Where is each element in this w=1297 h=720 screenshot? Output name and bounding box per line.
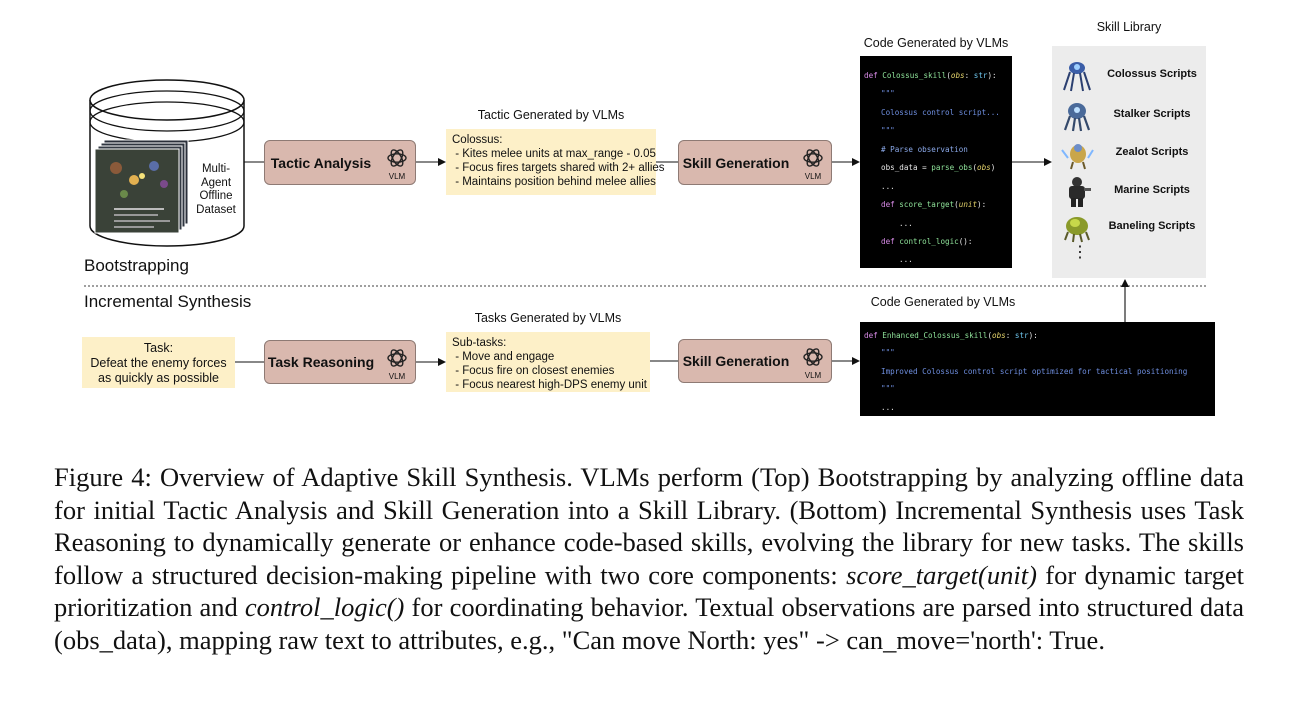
colossus-unit-icon — [1063, 62, 1091, 92]
skill-library-item-label: Zealot Scripts — [1115, 146, 1189, 158]
skill-library-item: Zealot Scripts — [1052, 136, 1206, 170]
tactic-caption: Tactic Generated by VLMs — [477, 108, 625, 122]
skill-library-item: Baneling Scripts — [1052, 210, 1206, 244]
code-line: def Colossus_skill(obs: str): — [864, 71, 997, 80]
code-line: ... — [881, 403, 895, 412]
incremental-synthesis-label: Incremental Synthesis — [84, 292, 252, 311]
code-line: ... — [899, 255, 913, 264]
code-line: ... — [899, 219, 913, 228]
marine-unit-icon — [1069, 177, 1091, 207]
skill-generation-box-bottom: Skill Generation VLM — [678, 339, 832, 383]
skill-library-item: Marine Scripts — [1052, 174, 1206, 208]
code-line: def score_target(unit): — [881, 200, 987, 209]
skill-generation-label: Skill Generation — [682, 154, 790, 171]
code-line: Colossus control script... — [881, 108, 1000, 117]
task-reasoning-label: Task Reasoning — [267, 354, 375, 370]
openai-logo-icon: VLM — [385, 347, 409, 381]
code-line: ... — [881, 182, 895, 191]
tactic-analysis-box: Tactic Analysis VLM — [264, 140, 416, 185]
code-line: """ — [881, 89, 895, 98]
dataset-label: Multi- Agent Offline Dataset — [196, 163, 236, 216]
code-line: obs_data = parse_obs(obs) — [881, 163, 996, 172]
task-note: Task: Defeat the enemy forces as quickly… — [82, 337, 235, 388]
caption-text: Figure 4: Overview of Adaptive Skill Syn… — [54, 462, 1244, 590]
skill-library-item-label: Baneling Scripts — [1108, 220, 1196, 232]
code-line: """ — [881, 348, 895, 357]
code-block-top: def Colossus_skill(obs: str): """ Coloss… — [860, 56, 1012, 268]
code-block-bottom: def Enhanced_Colossus_skill(obs: str): "… — [860, 322, 1215, 416]
tactic-analysis-label: Tactic Analysis — [270, 154, 372, 171]
skill-library-item: Stalker Scripts — [1052, 98, 1206, 132]
vlm-label: VLM — [804, 172, 822, 181]
skill-library-item-label: Marine Scripts — [1114, 184, 1190, 196]
section-divider — [84, 285, 1206, 287]
skill-generation-box-top: Skill Generation VLM — [678, 140, 832, 185]
game-screenshot-stack — [94, 139, 189, 234]
code-caption-top: Code Generated by VLMs — [863, 36, 1009, 50]
code-line: """ — [881, 384, 895, 393]
tasks-caption: Tasks Generated by VLMs — [474, 311, 622, 325]
vlm-label: VLM — [804, 371, 822, 380]
skill-library-item: Colossus Scripts — [1052, 58, 1206, 92]
vlm-label: VLM — [388, 172, 406, 181]
caption-emphasis: score_target(unit) — [846, 559, 1037, 590]
code-line: Improved Colossus control script optimiz… — [881, 367, 1188, 376]
bootstrapping-label: Bootstrapping — [84, 256, 189, 275]
openai-logo-icon: VLM — [801, 346, 825, 380]
code-line: # Parse observation — [881, 145, 968, 154]
skill-library-item-label: Colossus Scripts — [1107, 68, 1197, 80]
baneling-unit-icon — [1064, 217, 1090, 243]
caption-emphasis: control_logic() — [244, 592, 405, 622]
skill-library-panel: Colossus Scripts Stalker Scripts Zealot … — [1052, 46, 1206, 278]
vlm-label: VLM — [388, 372, 406, 381]
skill-generation-label: Skill Generation — [682, 353, 790, 369]
caption-text: for coordinating behavior. Textual obser… — [54, 592, 1244, 655]
skill-library-title: Skill Library — [1096, 20, 1162, 34]
connector-arrows — [235, 158, 1129, 366]
code-line: """ — [881, 126, 895, 135]
code-caption-bottom: Code Generated by VLMs — [870, 295, 1016, 309]
figure-caption: Figure 4: Overview of Adaptive Skill Syn… — [54, 461, 1244, 656]
skill-library-item-label: Stalker Scripts — [1113, 108, 1191, 120]
subtasks-note: Sub-tasks: - Move and engage - Focus fir… — [446, 332, 650, 392]
zealot-unit-icon — [1061, 144, 1094, 170]
openai-logo-icon: VLM — [385, 147, 409, 181]
openai-logo-icon: VLM — [801, 147, 825, 181]
code-line: def control_logic(): — [881, 237, 973, 246]
code-line: def Enhanced_Colossus_skill(obs: str): — [864, 331, 1038, 340]
tactic-note: Colossus: - Kites melee units at max_ran… — [446, 129, 665, 195]
more-items-indicator: ⋮ — [1072, 244, 1088, 261]
caption-text: for dynamic target prioritization and — [54, 559, 1245, 623]
stalker-unit-icon — [1063, 103, 1091, 132]
task-reasoning-box: Task Reasoning VLM — [264, 340, 416, 384]
